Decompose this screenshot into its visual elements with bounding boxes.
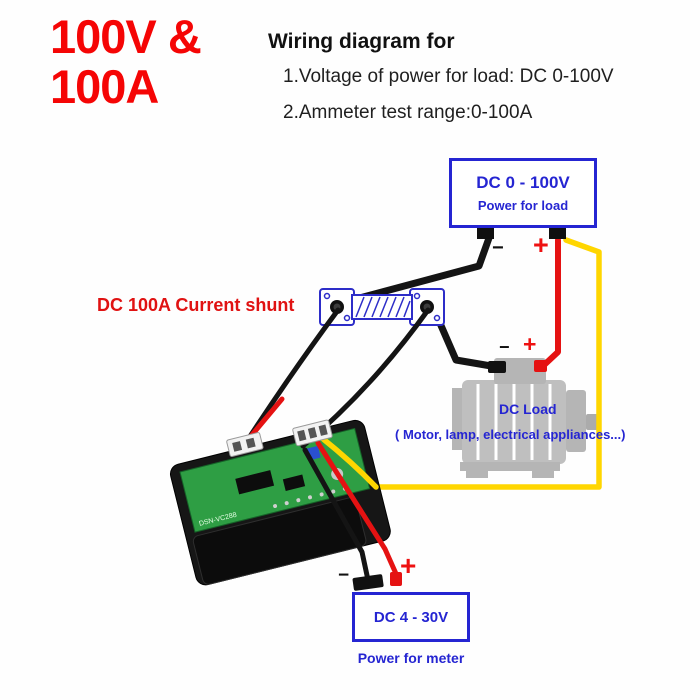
power-for-meter-box: DC 4 - 30V <box>352 592 470 642</box>
current-shunt <box>319 288 445 326</box>
power-load-positive-terminal <box>549 226 566 239</box>
motor-left-cap <box>452 388 464 450</box>
wire-meter-to-supply-negative <box>302 447 371 583</box>
shunt-hole <box>323 292 331 300</box>
solder-pad <box>273 504 278 509</box>
solder-pad <box>319 492 324 497</box>
rating-voltage: 100V & <box>50 10 202 63</box>
meter-supply-negative-lug <box>352 574 384 591</box>
connector-pin <box>307 427 318 439</box>
connector-pin <box>245 437 256 449</box>
meter-left-connector <box>226 432 264 457</box>
power-for-meter-range: DC 4 - 30V <box>373 608 449 626</box>
power-load-negative-terminal <box>477 226 494 239</box>
shunt-hatching <box>355 296 411 318</box>
dc-load-minus-sign: − <box>499 337 510 357</box>
spec-voltage-range: 1.Voltage of power for load: DC 0-100V <box>283 66 614 87</box>
shunt-resistive-element <box>351 294 413 320</box>
wire-yellow-to-meter-connector <box>319 435 379 490</box>
power-for-load-box: DC 0 - 100V Power for load <box>449 158 597 228</box>
meter-ic-chip <box>235 470 275 495</box>
power-meter-minus-sign: − <box>338 565 350 586</box>
dc-load-title: DC Load <box>499 401 557 417</box>
solder-pad <box>284 501 289 506</box>
rating-current: 100A <box>50 60 159 113</box>
wire-meter-to-supply-positive <box>315 440 400 579</box>
shunt-hole <box>413 292 421 300</box>
solder-pad <box>296 498 301 503</box>
solder-pad <box>331 489 336 494</box>
wire-shunt-to-load-negative <box>432 310 501 371</box>
motor-shaft <box>586 414 598 430</box>
wire-power-positive-to-load <box>540 237 561 369</box>
diagram-title: Wiring diagram for <box>268 30 455 53</box>
motor-foot-left <box>466 471 488 478</box>
solder-pad <box>307 495 312 500</box>
meter-front-bezel <box>192 497 367 585</box>
product-rating-badge: 100V & 100A <box>50 10 202 113</box>
spec-ammeter-range: 2.Ammeter test range:0-100A <box>283 102 533 123</box>
load-negative-lug <box>488 361 506 373</box>
motor-base <box>460 462 560 471</box>
dc-load-subtitle: ( Motor, lamp, electrical appliances...) <box>395 427 626 442</box>
motor-right-cap <box>566 390 586 452</box>
wire-voltage-sense-yellow <box>373 237 602 490</box>
meter-supply-positive-lug <box>390 572 402 586</box>
motor-terminal-block <box>494 358 546 384</box>
wire-power-negative-to-shunt <box>348 234 493 304</box>
motor-foot-right <box>532 471 554 478</box>
power-load-minus-sign: − <box>492 237 504 259</box>
power-for-load-range: DC 0 - 100V <box>476 173 570 192</box>
meter-ic-small <box>282 474 306 491</box>
meter-module: DSN-VC288 <box>169 419 391 586</box>
power-load-plus-sign: + <box>533 230 549 260</box>
connector-pin <box>297 429 307 442</box>
power-meter-plus-sign: + <box>400 550 417 581</box>
dc-load-motor <box>452 358 598 478</box>
power-for-load-caption: Power for load <box>477 198 569 213</box>
power-for-meter-caption: Power for meter <box>357 650 465 666</box>
motor-ribs <box>476 384 552 460</box>
current-shunt-label: DC 100A Current shunt <box>97 295 295 315</box>
dc-load-plus-sign: + <box>523 331 537 357</box>
load-positive-lug <box>534 360 547 372</box>
shunt-hole <box>343 314 351 322</box>
connector-pin <box>232 441 243 452</box>
shunt-hole <box>433 314 441 322</box>
meter-right-connector <box>292 419 333 447</box>
connector-pin <box>318 424 328 436</box>
